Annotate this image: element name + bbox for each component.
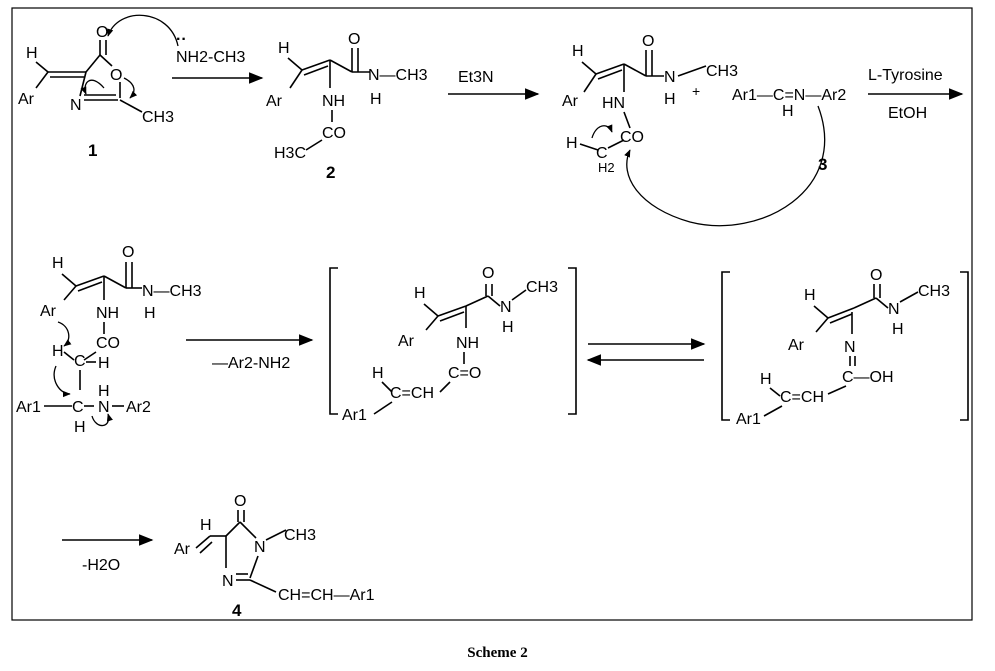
svg-text:C: C (74, 353, 86, 370)
svg-text:Ar: Ar (788, 337, 805, 354)
label-compound-3: 3 (818, 155, 827, 174)
reaction-scheme: H Ar O O N CH3 1 ·· NH2-CH3 H Ar (11, 7, 973, 621)
atom-ch3: CH3 (142, 109, 174, 126)
atom-h: H (26, 45, 38, 62)
atom-n-ring: N (70, 97, 82, 114)
scheme-frame (11, 7, 973, 621)
compound-4-imidazolone: H Ar O N CH3 N CH=CH—Ar1 4 (174, 493, 375, 620)
svg-text:CO: CO (620, 129, 644, 146)
compound-3-imine: Ar1—C=N—Ar2 H 3 (732, 87, 846, 174)
svg-text:H: H (664, 91, 676, 108)
svg-text:Ar1: Ar1 (736, 411, 761, 428)
label-compound-1: 1 (88, 141, 97, 160)
nucleophilic-attack-arrow (624, 105, 826, 227)
label-compound-4: 4 (232, 601, 242, 620)
svg-text:N: N (844, 339, 856, 356)
plus-sign: + (692, 83, 700, 99)
reagent-etoh: EtOH (888, 105, 927, 122)
svg-text:CH3: CH3 (706, 63, 738, 80)
svg-text:Ar: Ar (562, 93, 579, 110)
scheme-caption: Scheme 2 (467, 645, 528, 661)
svg-text:H: H (144, 305, 156, 322)
svg-text:H2: H2 (598, 160, 615, 175)
atom-o-carbonyl: O (96, 24, 108, 41)
svg-text:H: H (370, 91, 382, 108)
svg-text:H: H (502, 319, 514, 336)
svg-text:Ar: Ar (266, 93, 283, 110)
svg-text:CH3: CH3 (284, 527, 316, 544)
svg-text:H: H (804, 287, 816, 304)
svg-text:H: H (372, 365, 384, 382)
svg-text:H: H (892, 321, 904, 338)
svg-text:O: O (482, 265, 494, 282)
amide-n-methyl: N—CH3 (368, 67, 428, 84)
svg-text:NH: NH (96, 305, 119, 322)
bracket-amide-form: H Ar O N CH3 H NH C=O H C=CH Ar1 (329, 265, 577, 424)
svg-text:CH3: CH3 (918, 283, 950, 300)
svg-text:N: N (222, 573, 234, 590)
svg-text:CH3: CH3 (526, 279, 558, 296)
svg-text:CO: CO (96, 335, 120, 352)
svg-text:H: H (200, 517, 212, 534)
reagent-minus-water: -H2O (82, 557, 120, 574)
svg-text:Ar1: Ar1 (342, 407, 367, 424)
svg-text:H: H (278, 40, 290, 57)
svg-text:Ar: Ar (174, 541, 191, 558)
bracket-iminol-form: H Ar O N CH3 H N C—OH H C=CH Ar1 (721, 267, 969, 428)
svg-text:H: H (782, 103, 794, 120)
svg-text:N—CH3: N—CH3 (142, 283, 202, 300)
svg-text:C=CH: C=CH (390, 385, 434, 402)
svg-text:C=O: C=O (448, 365, 481, 382)
svg-text:Ar: Ar (40, 303, 57, 320)
reagent-minus-amine: —Ar2-NH2 (212, 355, 290, 372)
svg-text:Ar2: Ar2 (126, 399, 151, 416)
svg-text:H: H (572, 43, 584, 60)
svg-text:C: C (72, 399, 84, 416)
adduct-intermediate: H Ar O N—CH3 H NH CO H C H Ar1 C H H N A… (16, 244, 202, 436)
svg-text:O: O (122, 244, 134, 261)
svg-text:CO: CO (322, 125, 346, 142)
svg-text:H: H (414, 285, 426, 302)
svg-text:H: H (52, 343, 64, 360)
svg-text:C: C (596, 145, 608, 162)
svg-text:H: H (52, 255, 64, 272)
svg-text:O: O (348, 31, 360, 48)
svg-text:N: N (664, 69, 676, 86)
reagent-et3n: Et3N (458, 69, 494, 86)
svg-text:NH: NH (322, 93, 345, 110)
svg-text:C=CH: C=CH (780, 389, 824, 406)
compound-2: H Ar O N—CH3 H NH CO H3C 2 (266, 31, 428, 182)
svg-text:N: N (254, 539, 266, 556)
svg-text:H: H (98, 383, 110, 400)
svg-text:H: H (74, 419, 86, 436)
svg-text:N: N (500, 299, 512, 316)
label-compound-2: 2 (326, 163, 335, 182)
equilibrium-arrows (586, 338, 706, 366)
atom-o-ring: O (110, 67, 122, 84)
reagent-l-tyrosine: L-Tyrosine (868, 67, 943, 84)
svg-text:N: N (98, 399, 110, 416)
intermediate-enolate: H Ar O N CH3 H + HN H C H2 CO (562, 33, 738, 175)
svg-text:N: N (888, 301, 900, 318)
svg-text:C—OH: C—OH (842, 369, 894, 386)
compound-1: H Ar O O N CH3 1 (18, 14, 179, 160)
svg-text:O: O (642, 33, 654, 50)
svg-text:Ar1—C=N—Ar2: Ar1—C=N—Ar2 (732, 87, 846, 104)
svg-text:O: O (234, 493, 246, 510)
svg-text:H: H (98, 355, 110, 372)
svg-text:H: H (566, 135, 578, 152)
svg-text:Ar1: Ar1 (16, 399, 41, 416)
svg-text:H3C: H3C (274, 145, 306, 162)
svg-text:CH=CH—Ar1: CH=CH—Ar1 (278, 587, 375, 604)
atom-ar: Ar (18, 91, 35, 108)
svg-text:NH: NH (456, 335, 479, 352)
svg-text:Ar: Ar (398, 333, 415, 350)
svg-text:H: H (760, 371, 772, 388)
lone-pair: ·· (176, 31, 187, 48)
reagent-methylamine: NH2-CH3 (176, 49, 245, 66)
svg-text:O: O (870, 267, 882, 284)
svg-text:HN: HN (602, 95, 625, 112)
